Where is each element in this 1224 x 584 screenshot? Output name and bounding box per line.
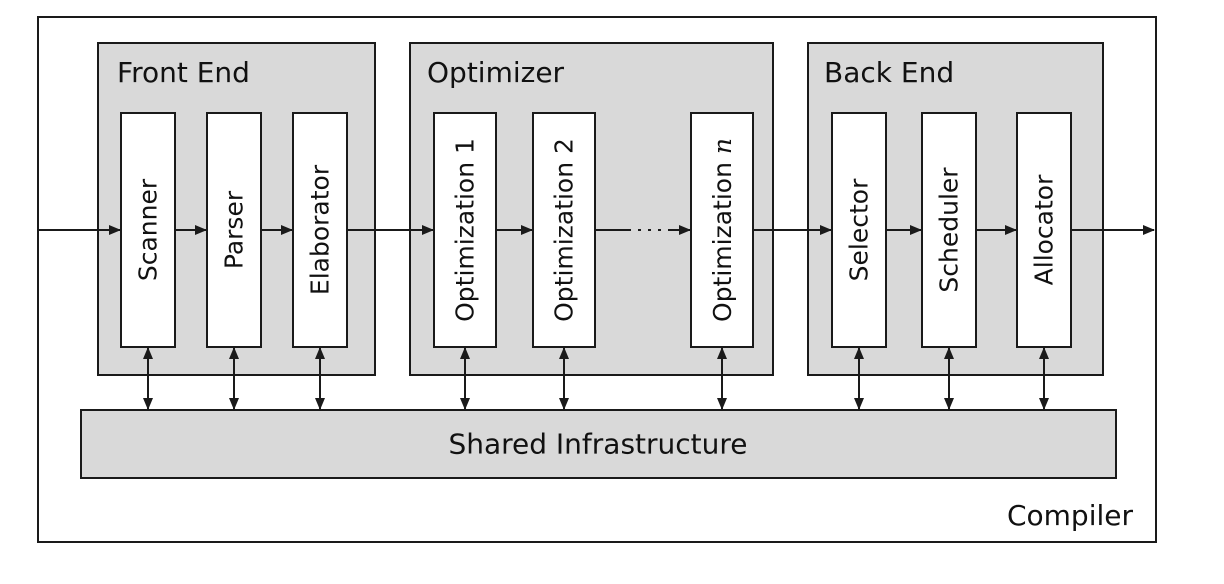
stage-selector: Selector (831, 112, 887, 348)
stage-scanner: Scanner (120, 112, 176, 348)
back-end-title: Back End (824, 56, 954, 89)
optimizer-title: Optimizer (427, 56, 565, 89)
stage-label: Allocator (1030, 174, 1059, 285)
stage-allocator: Allocator (1016, 112, 1072, 348)
stage-label-base: Optimization (708, 154, 737, 322)
shared-infrastructure: Shared Infrastructure (80, 409, 1117, 479)
stage-label-n: n (708, 138, 737, 154)
stage-optimization-1: Optimization 1 (433, 112, 497, 348)
stage-scheduler: Scheduler (921, 112, 977, 348)
back-end-panel: Back End Selector Scheduler Allocator (807, 42, 1104, 376)
front-end-panel: Front End Scanner Parser Elaborator (97, 42, 376, 376)
compiler-label: Compiler (1007, 499, 1134, 532)
stage-label: Optimization 2 (550, 138, 579, 322)
stage-label: Elaborator (306, 164, 335, 295)
optimizer-panel: Optimizer Optimization 1 Optimization 2 … (409, 42, 774, 376)
stage-label: Selector (845, 178, 874, 281)
stage-optimization-n: Optimization n (690, 112, 754, 348)
infrastructure-arrows (143, 347, 1049, 410)
stage-elaborator: Elaborator (292, 112, 348, 348)
stage-parser: Parser (206, 112, 262, 348)
stage-label: Scheduler (935, 167, 964, 293)
shared-infrastructure-label: Shared Infrastructure (448, 428, 747, 461)
front-end-title: Front End (117, 56, 250, 89)
stage-label: Optimization n (708, 138, 737, 322)
stage-label: Parser (220, 190, 249, 269)
stage-label: Scanner (134, 178, 163, 281)
stage-optimization-2: Optimization 2 (532, 112, 596, 348)
stage-label: Optimization 1 (451, 138, 480, 322)
